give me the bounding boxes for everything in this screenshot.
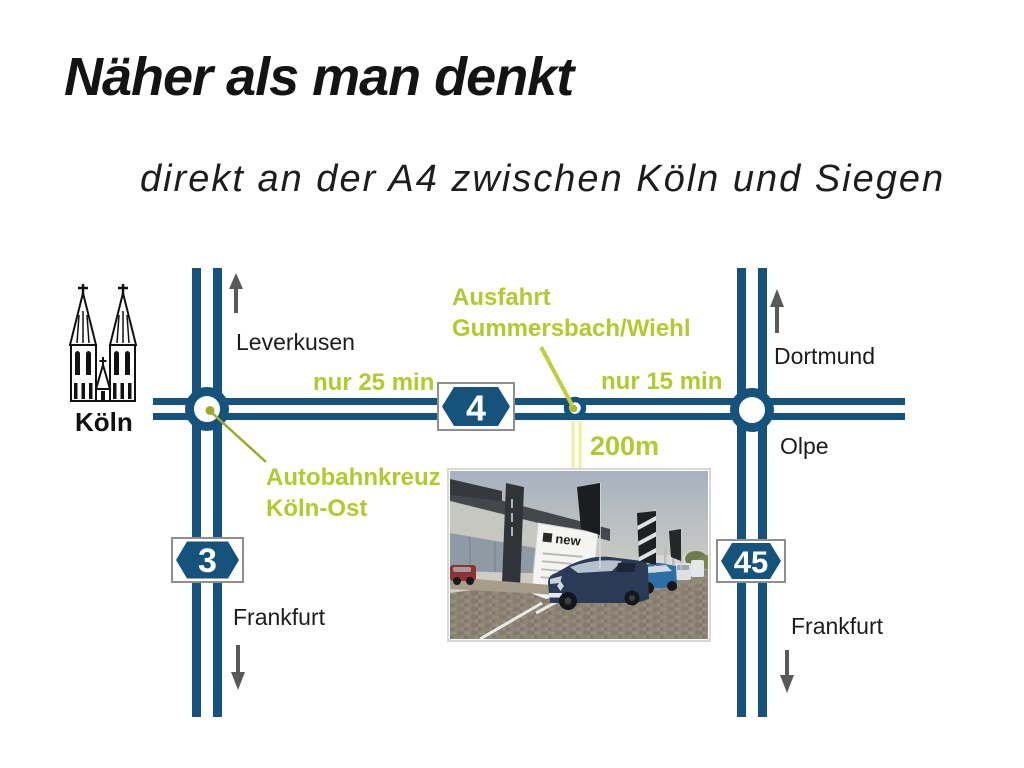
junction-label-line1: Autobahnkreuz (266, 464, 441, 491)
city-label-olpe: Olpe (780, 433, 829, 459)
highway-shield-a45: 45 (716, 539, 786, 583)
exit-pointer-dot (569, 404, 578, 413)
koeln-cathedral-icon (68, 284, 138, 402)
exit-label-line1: Ausfahrt (452, 284, 551, 311)
city-label-koeln: Köln (75, 407, 133, 437)
distance-marker-lines (571, 421, 582, 468)
a3-shield-number: 3 (198, 542, 217, 580)
dealer-sign-text: new (555, 531, 583, 549)
page-subtitle: direkt an der A4 zwischen Köln und Siege… (140, 158, 946, 200)
exit-label: Ausfahrt Gummersbach/Wiehl (452, 282, 691, 344)
junction-pointer-dot (205, 406, 215, 415)
drive-time-east-label: nur 15 min (601, 368, 723, 395)
a4-shield-number: 4 (466, 388, 486, 429)
exit-pointer-line (539, 346, 574, 406)
page-title: Näher als man denkt (64, 47, 574, 107)
a45-shield-number: 45 (734, 545, 768, 580)
city-label-frankfurt-east: Frankfurt (791, 613, 884, 639)
city-label-frankfurt-west: Frankfurt (233, 604, 326, 630)
arrow-down-frankfurt-east-icon (780, 650, 794, 693)
autobahn-a45-road (737, 268, 767, 717)
junction-olpe-circle (730, 388, 774, 432)
junction-pointer-line (210, 411, 267, 463)
arrow-up-dortmund-icon (770, 289, 784, 333)
distance-marker-label: 200m (590, 431, 660, 461)
city-label-leverkusen: Leverkusen (236, 329, 355, 355)
drive-time-west-label: nur 25 min (313, 369, 435, 396)
arrow-up-leverkusen-icon (229, 273, 243, 313)
highway-shield-a3: 3 (171, 537, 244, 583)
autobahn-a4-road (153, 398, 905, 420)
city-label-dortmund: Dortmund (774, 343, 875, 369)
exit-label-line2: Gummersbach/Wiehl (452, 315, 691, 342)
junction-label-line2: Köln-Ost (266, 495, 368, 522)
highway-shield-a4: 4 (437, 382, 515, 431)
arrow-down-frankfurt-west-icon (231, 645, 245, 690)
dealership-photo: new (447, 468, 711, 642)
junction-label: Autobahnkreuz Köln-Ost (266, 462, 441, 524)
autobahn-a3-road (192, 268, 222, 717)
